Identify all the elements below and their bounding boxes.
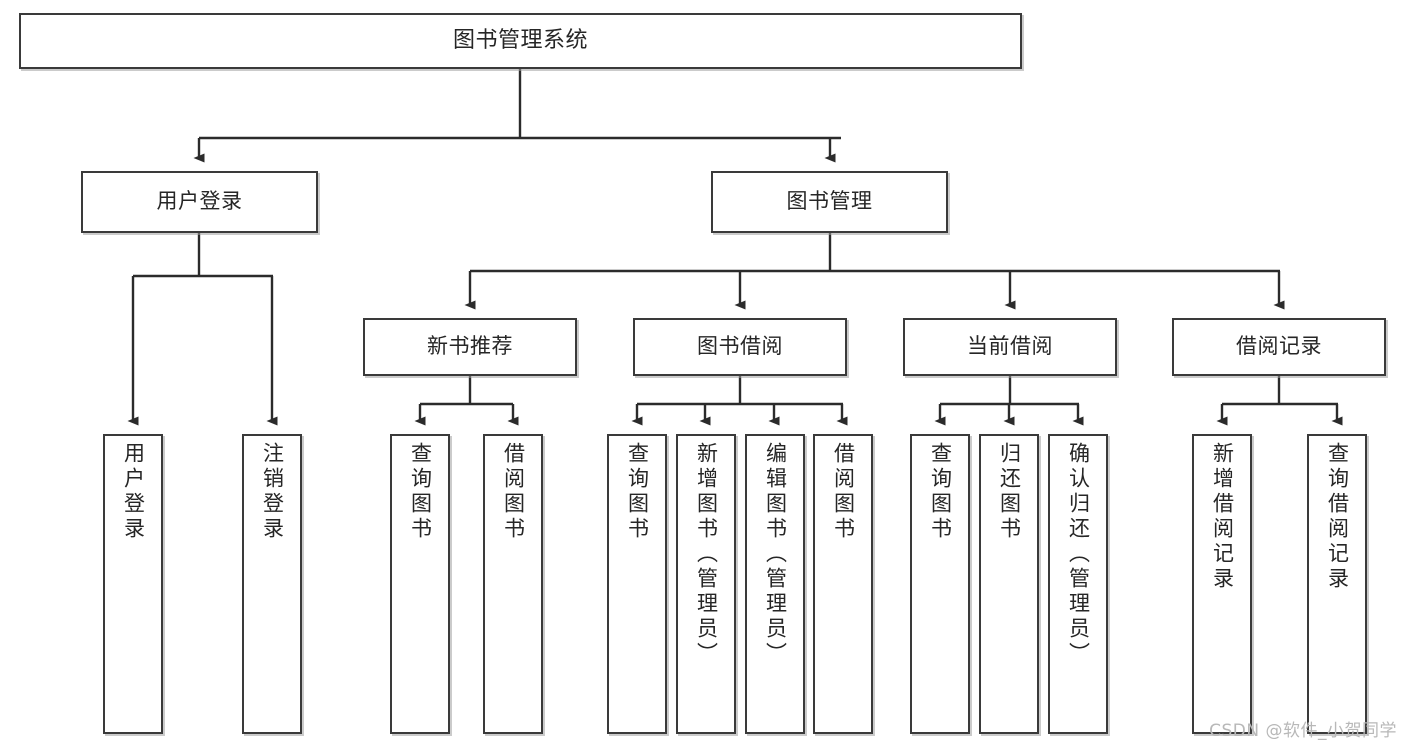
- node-label: 注销登录: [260, 442, 285, 542]
- node-book-management[interactable]: 图书管理: [711, 171, 948, 233]
- node-label: 新增图书（管理员）: [694, 442, 719, 667]
- node-borrow-record[interactable]: 借阅记录: [1172, 318, 1386, 376]
- node-book-borrow[interactable]: 图书借阅: [633, 318, 847, 376]
- node-new-book-recommend[interactable]: 新书推荐: [363, 318, 577, 376]
- node-leaf-add-book-admin[interactable]: 新增图书（管理员）: [676, 434, 736, 734]
- node-label: 归还图书: [997, 442, 1022, 542]
- node-leaf-query-book-current[interactable]: 查询图书: [910, 434, 970, 734]
- node-leaf-user-login[interactable]: 用户登录: [103, 434, 163, 734]
- node-user-login[interactable]: 用户登录: [81, 171, 318, 233]
- node-current-borrow[interactable]: 当前借阅: [903, 318, 1117, 376]
- node-label: 新增借阅记录: [1210, 442, 1235, 592]
- node-leaf-logout[interactable]: 注销登录: [242, 434, 302, 734]
- node-label: 用户登录: [156, 189, 243, 214]
- node-leaf-borrow-book-recommend[interactable]: 借阅图书: [483, 434, 543, 734]
- node-label: 编辑图书（管理员）: [763, 442, 788, 667]
- node-leaf-borrow-book[interactable]: 借阅图书: [813, 434, 873, 734]
- node-label: 借阅图书: [501, 442, 526, 542]
- node-label: 图书管理: [786, 189, 873, 214]
- node-label: 借阅图书: [831, 442, 856, 542]
- node-root-book-management-system[interactable]: 图书管理系统: [19, 13, 1022, 69]
- node-label: 用户登录: [121, 442, 146, 542]
- node-label: 新书推荐: [427, 334, 513, 359]
- node-leaf-add-borrow-record[interactable]: 新增借阅记录: [1192, 434, 1252, 734]
- node-leaf-query-book-borrow[interactable]: 查询图书: [607, 434, 667, 734]
- node-leaf-confirm-return-admin[interactable]: 确认归还（管理员）: [1048, 434, 1108, 734]
- csdn-watermark: CSDN @软件_小贺同学: [1209, 721, 1397, 741]
- node-label: 查询图书: [408, 442, 433, 542]
- node-leaf-query-borrow-record[interactable]: 查询借阅记录: [1307, 434, 1367, 734]
- node-label: 查询图书: [928, 442, 953, 542]
- node-label: 确认归还（管理员）: [1066, 442, 1091, 667]
- node-label: 图书管理系统: [452, 27, 588, 53]
- node-label: 借阅记录: [1236, 334, 1322, 359]
- node-label: 图书借阅: [697, 334, 783, 359]
- node-leaf-query-book-recommend[interactable]: 查询图书: [390, 434, 450, 734]
- node-label: 当前借阅: [967, 334, 1053, 359]
- node-leaf-return-book[interactable]: 归还图书: [979, 434, 1039, 734]
- node-leaf-edit-book-admin[interactable]: 编辑图书（管理员）: [745, 434, 805, 734]
- node-label: 查询图书: [625, 442, 650, 542]
- node-label: 查询借阅记录: [1325, 442, 1350, 592]
